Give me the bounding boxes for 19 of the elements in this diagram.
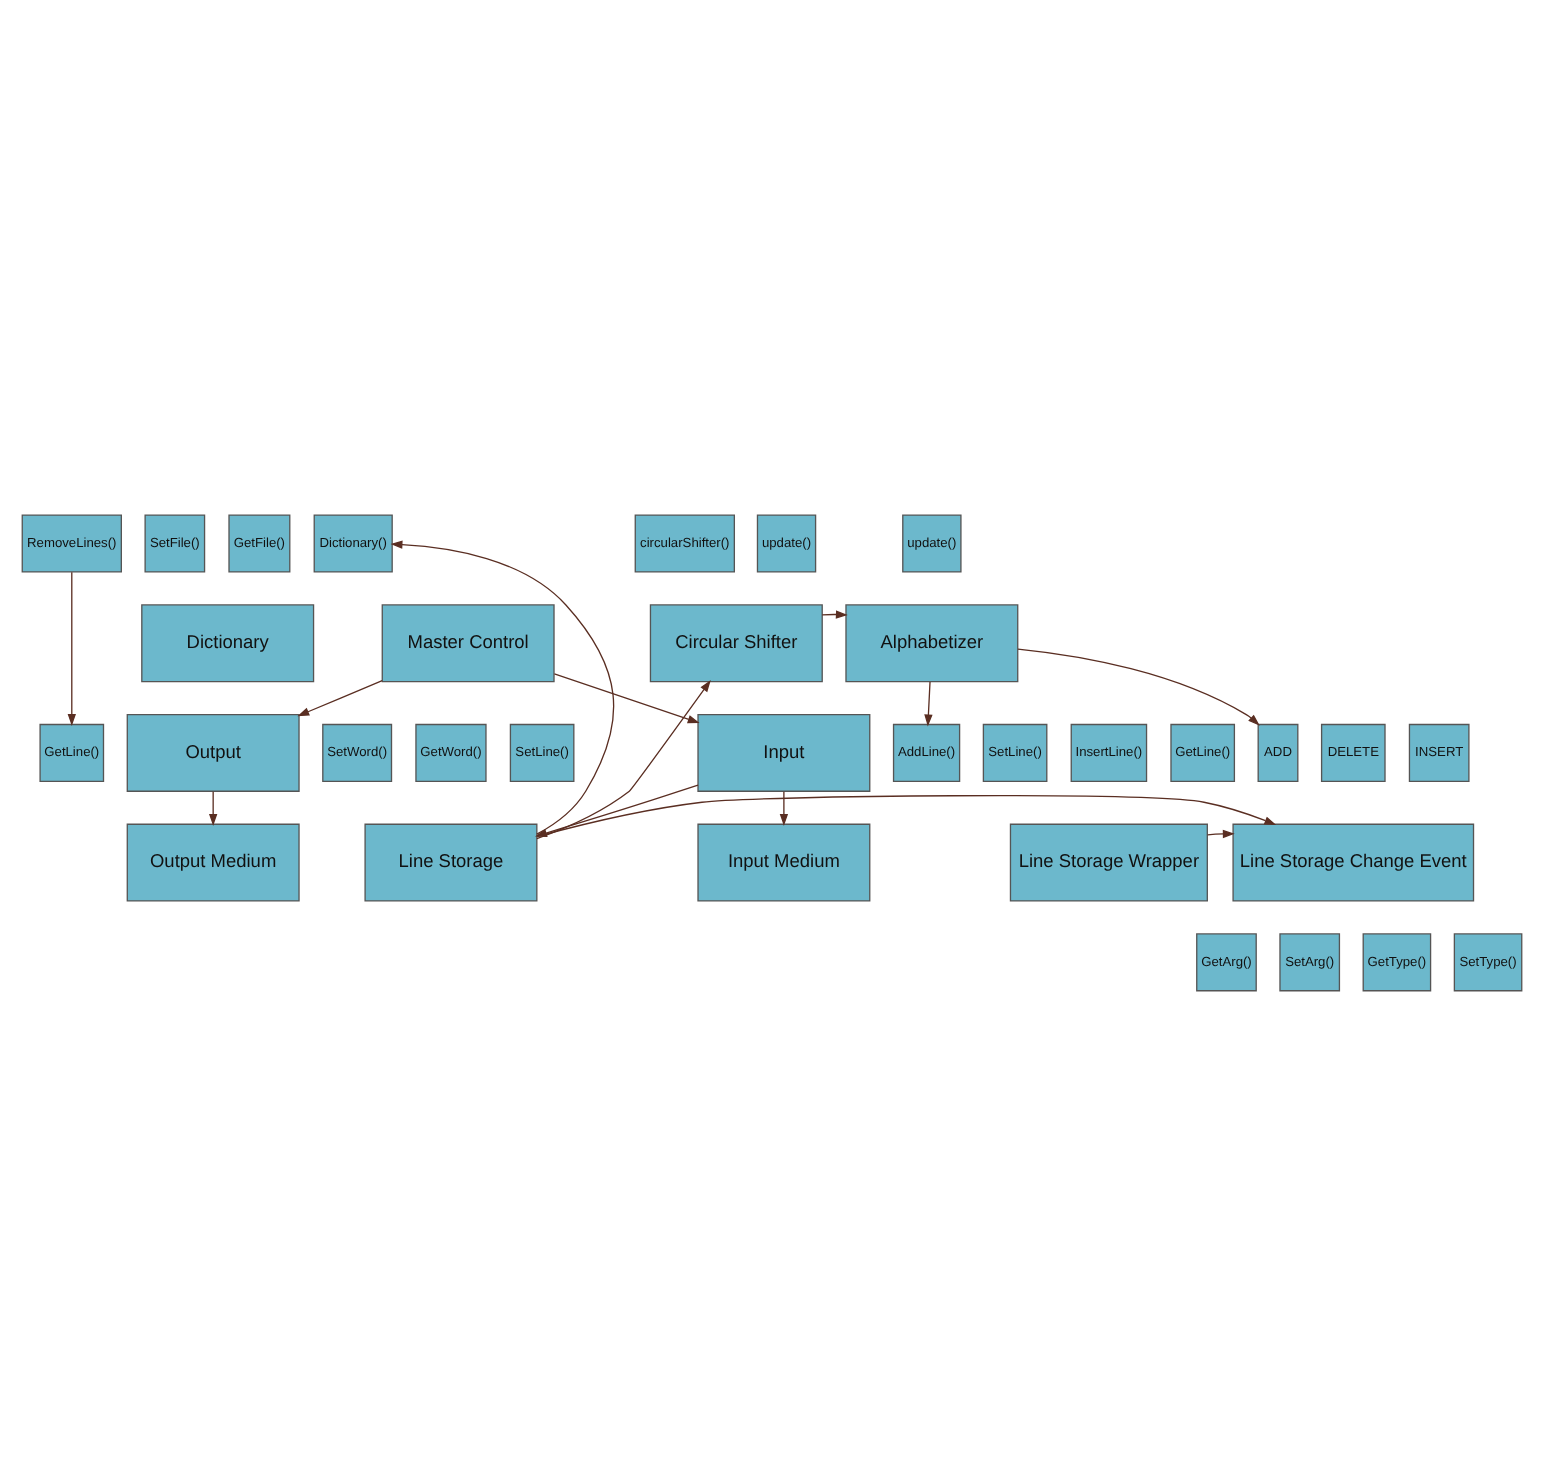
node-box: Input	[697, 712, 871, 791]
arrow	[67, 570, 76, 725]
arrow	[209, 790, 218, 825]
node-box: Line Storage	[364, 822, 538, 901]
arrow	[924, 680, 933, 726]
arrow	[297, 679, 383, 716]
arrow	[779, 790, 789, 825]
node-box: Input Medium	[697, 822, 871, 901]
arrow	[553, 672, 700, 723]
node-box: Alphabetizer	[845, 603, 1019, 682]
node-box: Master Control	[381, 603, 555, 682]
node-box: Circular Shifter	[649, 603, 823, 682]
node-box: Line Storage Change Event	[1232, 822, 1475, 901]
node-box: Output	[126, 712, 300, 791]
arrow	[1017, 647, 1260, 725]
node-box: Dictionary	[141, 603, 315, 682]
node-box: Output Medium	[126, 822, 300, 901]
arrow	[1207, 828, 1235, 838]
node-box: Line Storage Wrapper	[1009, 822, 1208, 901]
